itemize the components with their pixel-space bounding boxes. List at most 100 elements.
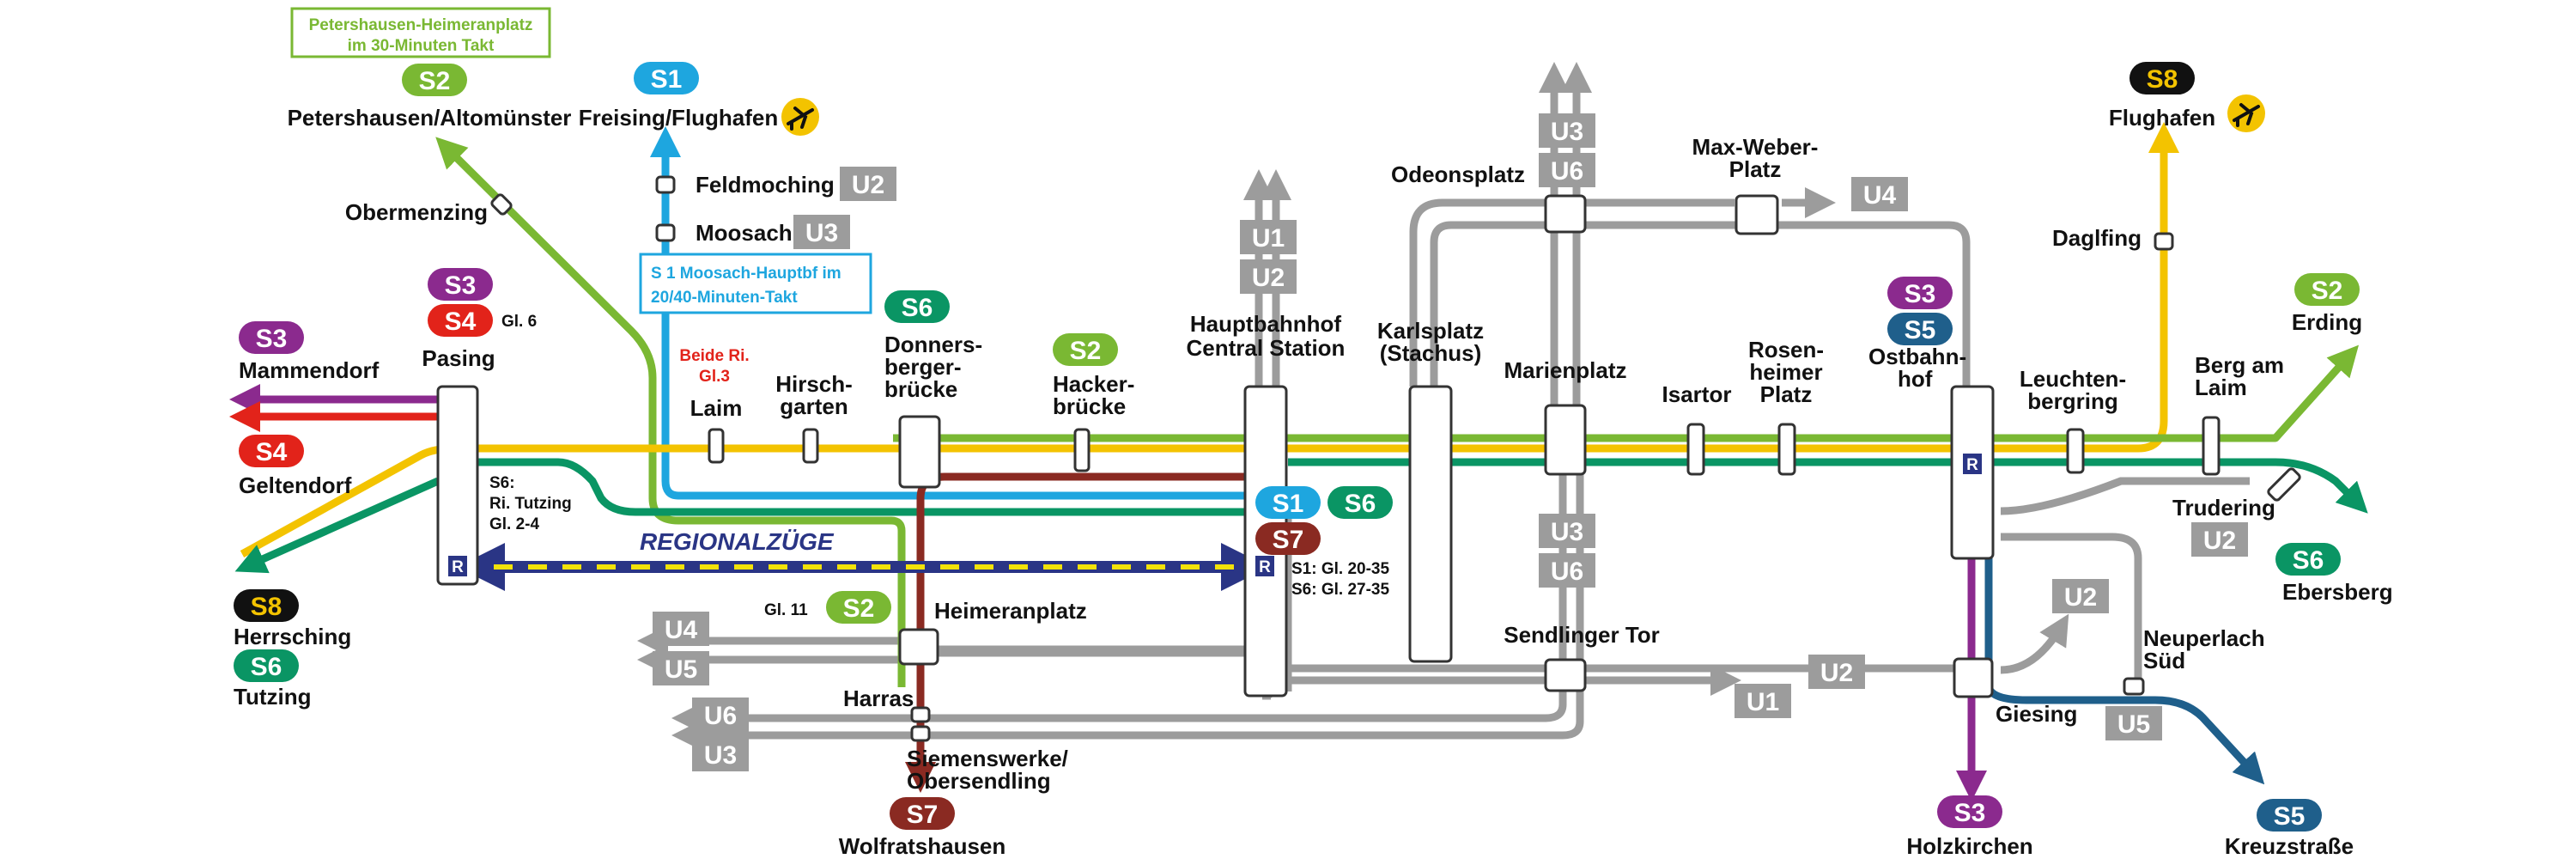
- station-marienplatz[interactable]: [1544, 404, 1587, 476]
- station-heimeranplatz[interactable]: [898, 628, 939, 666]
- stop-rosenheimer-platz[interactable]: [1777, 423, 1796, 476]
- label-isartor: Isartor: [1662, 381, 1732, 407]
- stop-isartor[interactable]: [1686, 423, 1705, 476]
- airplane-icon: [2227, 94, 2265, 132]
- note-hbf-gl-1: S1: Gl. 20-35: [1291, 560, 1389, 578]
- badge-s3-mammendorf: S3: [239, 321, 304, 354]
- badge-s4-pasing: S4: [428, 304, 493, 337]
- label-hauptbahnhof-2: Central Station: [1187, 335, 1346, 361]
- station-sendlinger-tor[interactable]: [1544, 658, 1587, 692]
- svg-text:S2: S2: [843, 594, 875, 623]
- track-notes: Beide Ri. Gl.3 Gl. 6 S6: Ri. Tutzing Gl.…: [489, 313, 1389, 619]
- svg-text:S6: S6: [902, 294, 933, 322]
- svg-text:S7: S7: [1273, 526, 1304, 554]
- note-pasing-s6-3: Gl. 2-4: [489, 515, 540, 533]
- stop-trudering[interactable]: [2267, 467, 2301, 502]
- svg-text:S1: S1: [1273, 490, 1304, 518]
- label-berg-am-laim-1: Berg am: [2195, 352, 2284, 378]
- label-laim: Laim: [690, 395, 743, 421]
- svg-text:U2: U2: [1820, 659, 1853, 687]
- ubox-u6-left: U6: [692, 698, 749, 732]
- label-feldmoching: Feldmoching: [696, 172, 835, 198]
- label-max-weber-1: Max-Weber-: [1692, 134, 1819, 160]
- badge-s1-freising: S1: [634, 62, 699, 94]
- sbahn-lines: [229, 122, 2368, 801]
- label-daglfing: Daglfing: [2052, 225, 2142, 251]
- svg-text:S2: S2: [419, 67, 451, 95]
- ubox-u1-bottom: U1: [1735, 684, 1791, 718]
- svg-text:U4: U4: [665, 616, 698, 644]
- label-karlsplatz-1: Karlsplatz: [1377, 318, 1484, 344]
- svg-text:U4: U4: [1863, 181, 1897, 210]
- label-rosenheimer-3: Platz: [1760, 381, 1813, 407]
- ubox-u6-mid: U6: [1539, 553, 1595, 588]
- regional-train-icon: [1963, 454, 1982, 474]
- stop-harras-2[interactable]: [910, 725, 931, 742]
- r-hbf-label: R: [1259, 558, 1271, 576]
- svg-text:S3: S3: [1905, 280, 1936, 308]
- r-pasing-label: R: [452, 558, 464, 576]
- stop-feldmoching[interactable]: [655, 175, 676, 194]
- label-ebersberg: Ebersberg: [2282, 579, 2393, 605]
- label-max-weber-2: Platz: [1729, 156, 1782, 182]
- badge-s7-wolfratshausen: S7: [890, 797, 955, 830]
- label-flughafen: Flughafen: [2109, 105, 2215, 131]
- label-hauptbahnhof-1: Hauptbahnhof: [1190, 311, 1342, 337]
- label-ostbahnhof-2: hof: [1898, 366, 1933, 392]
- badge-s2-erding: S2: [2294, 273, 2360, 306]
- label-donnersbergerbruecke-3: brücke: [884, 376, 957, 402]
- label-odeonsplatz: Odeonsplatz: [1391, 161, 1525, 187]
- svg-text:S3: S3: [1954, 799, 1986, 827]
- small-stops: [490, 175, 2301, 742]
- stop-laim[interactable]: [708, 428, 725, 464]
- svg-text:S6: S6: [2293, 546, 2324, 575]
- station-giesing[interactable]: [1953, 657, 1994, 698]
- station-donnersbergerbruecke[interactable]: [898, 415, 941, 489]
- badge-s3-holzkirchen: S3: [1937, 795, 2002, 828]
- label-heimeranplatz: Heimeranplatz: [934, 598, 1087, 624]
- label-petershausen: Petershausen/Altomünster: [288, 105, 572, 131]
- svg-text:S6: S6: [1345, 490, 1376, 518]
- badge-s1-hbf: S1: [1255, 486, 1321, 519]
- stop-neuperlach-sued[interactable]: [2123, 677, 2145, 696]
- label-sendlinger-tor: Sendlinger Tor: [1504, 622, 1660, 648]
- station-odeonsplatz[interactable]: [1544, 194, 1587, 234]
- ubox-u6-top: U6: [1539, 153, 1595, 187]
- ubox-u4-left: U4: [653, 612, 709, 646]
- station-pasing[interactable]: [436, 385, 479, 586]
- label-freising: Freising/Flughafen: [579, 105, 779, 131]
- ubox-u5-left: U5: [653, 651, 709, 685]
- label-siemenswerke-1: Siemenswerke/: [907, 746, 1068, 771]
- svg-text:S5: S5: [2274, 802, 2306, 831]
- svg-text:S6: S6: [251, 653, 283, 681]
- badge-s8-herrsching: S8: [234, 589, 299, 622]
- regional-train-icon: [448, 556, 467, 576]
- stop-hirschgarten[interactable]: [802, 428, 819, 464]
- station-karlsplatz[interactable]: [1408, 385, 1453, 663]
- badge-s7-hbf: S7: [1255, 522, 1321, 555]
- label-herrsching: Herrsching: [234, 624, 351, 649]
- stop-leuchtenbergring[interactable]: [2066, 428, 2085, 474]
- label-obermenzing: Obermenzing: [345, 199, 488, 225]
- note-pasing-s6-1: S6:: [489, 474, 515, 492]
- svg-text:S8: S8: [2147, 65, 2178, 94]
- ubox-u4-top: U4: [1851, 177, 1908, 211]
- svg-text:S7: S7: [907, 801, 939, 829]
- svg-text:S1: S1: [651, 65, 683, 94]
- stop-moosach[interactable]: [655, 223, 676, 242]
- svg-text:U3: U3: [704, 741, 737, 770]
- svg-text:20/40-Minuten-Takt: 20/40-Minuten-Takt: [651, 289, 798, 307]
- regional-train-icon: [1255, 556, 1274, 576]
- stop-berg-am-laim[interactable]: [2202, 416, 2221, 476]
- ubox-u2-trudering: U2: [2191, 522, 2248, 557]
- stop-daglfing[interactable]: [2154, 232, 2174, 251]
- svg-text:U3: U3: [1551, 518, 1583, 546]
- stop-harras-1[interactable]: [910, 706, 931, 723]
- svg-text:S4: S4: [445, 308, 477, 336]
- regional-label: REGIONALZÜGE: [640, 528, 835, 555]
- stop-obermenzing[interactable]: [490, 193, 513, 216]
- station-max-weber-platz[interactable]: [1735, 194, 1779, 235]
- label-kreuzstrasse: Kreuzstraße: [2225, 833, 2354, 859]
- stop-hackerbruecke[interactable]: [1073, 428, 1091, 472]
